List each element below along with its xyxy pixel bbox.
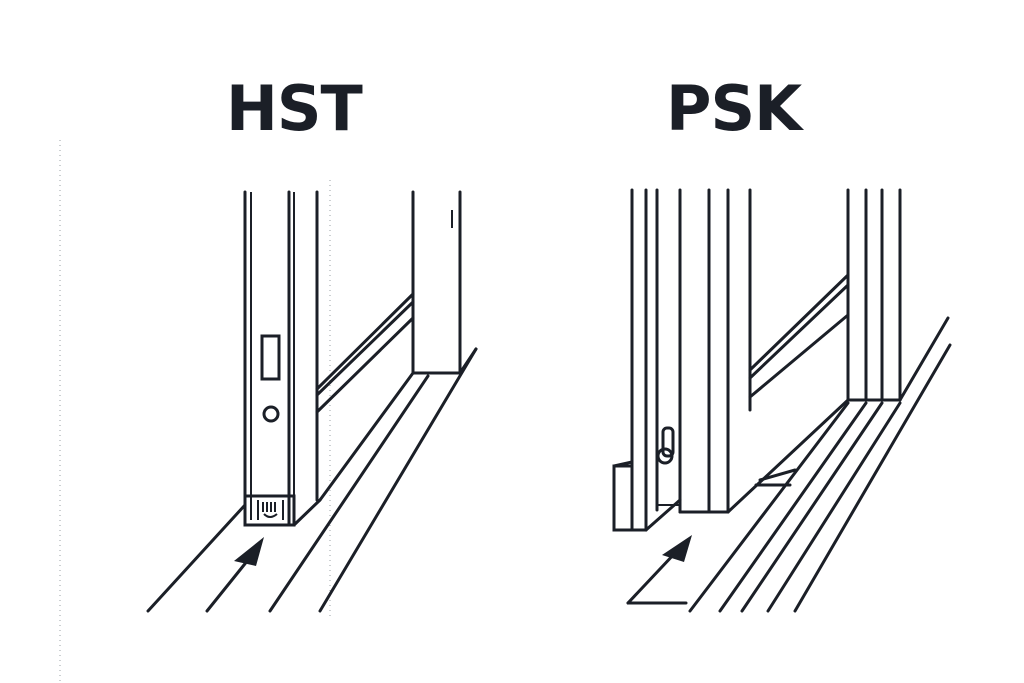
slide-arrow-icon [205, 537, 264, 613]
hinge-fitting-icon [656, 426, 675, 465]
tilt-slide-arrow-icon [626, 535, 692, 605]
hst-label: HST [226, 72, 363, 145]
roller-carriage-icon [243, 494, 296, 527]
hst-diagram [146, 190, 478, 613]
psk-label: PSK [666, 72, 802, 145]
psk-diagram [612, 188, 952, 613]
lock-cylinder-icon [262, 405, 280, 423]
guide-block-icon [612, 464, 634, 532]
handle-recess-icon [260, 334, 281, 381]
